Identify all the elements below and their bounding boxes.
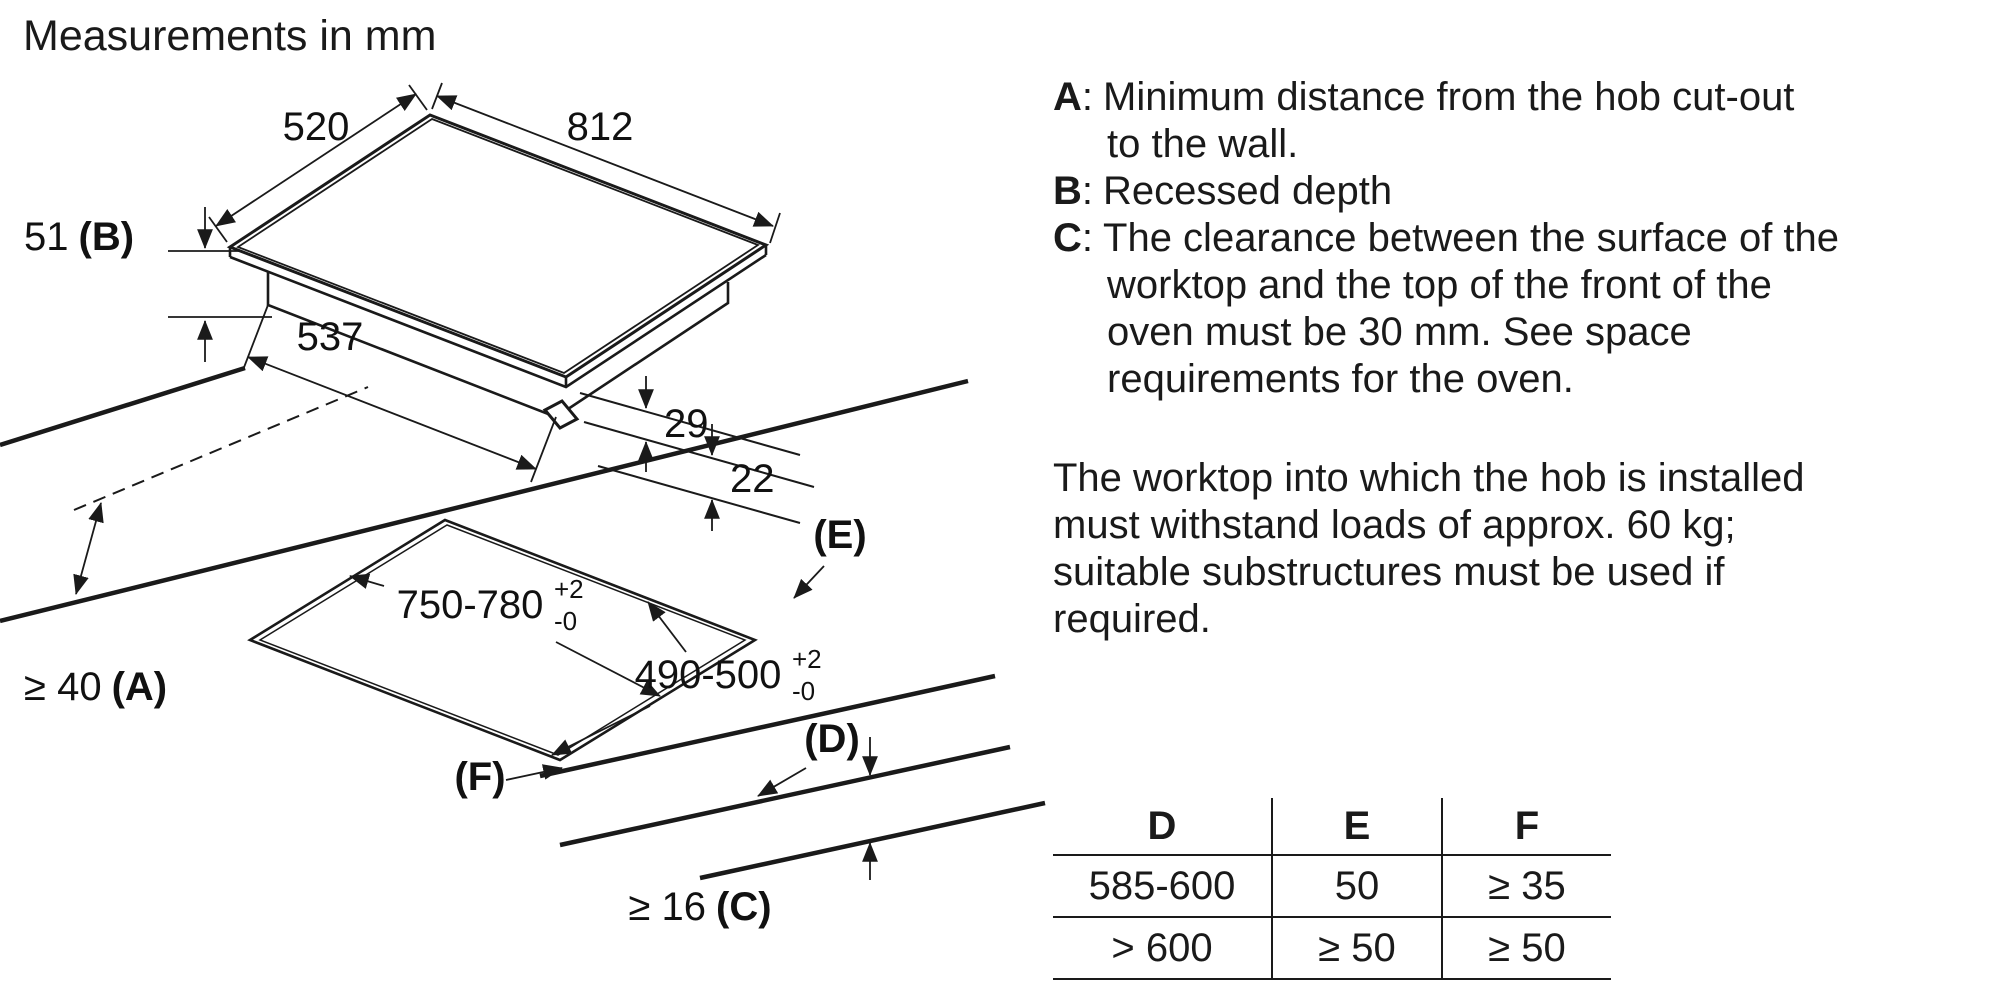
legend-text: Minimum distance from the hob cut-out: [1103, 75, 1795, 119]
dim-29-ref-bottom: [583, 421, 815, 488]
dim-22-ref-bottom: [597, 465, 801, 524]
legend-text: requirements for the oven.: [1107, 357, 1574, 401]
dim-537-ext-2: [530, 416, 557, 483]
table-cell: ≥ 50: [1441, 918, 1611, 980]
legend-text: The clearance between the surface of the: [1103, 216, 1840, 260]
worktop-surface-edge: [0, 378, 969, 624]
table-cell: > 600: [1053, 918, 1271, 980]
dim-520-line: [215, 93, 417, 227]
label-f-arrow: [505, 764, 563, 781]
worktop-underside-edge: [699, 800, 1046, 881]
dim-520-label: 520: [283, 105, 350, 149]
note-line: The worktop into which the hob is instal…: [1053, 456, 1805, 500]
cutout-outline: [247, 518, 758, 762]
text-column: A:Minimum distance from the hob cut-out …: [1053, 74, 1953, 643]
legend-term-b: B: [1053, 169, 1082, 213]
legend-text: oven must be 30 mm. See space: [1107, 310, 1692, 354]
worktop-note: The worktop into which the hob is instal…: [1053, 455, 1953, 643]
worktop-front-bottom-edge: [559, 744, 1011, 848]
cutout-depth-arrow-up: [647, 601, 687, 653]
label-e: (E): [813, 513, 866, 557]
cutout-width-tol-minus: -0: [554, 606, 577, 636]
dim-812-line: [436, 95, 774, 227]
cutout-depth-tol-plus: +2: [792, 644, 822, 674]
legend-item-c: C:The clearance between the surface of t…: [1053, 215, 1953, 403]
legend-text: to the wall.: [1107, 122, 1299, 166]
dim-520-ext-2: [208, 216, 228, 243]
dim-812-ext-2: [769, 212, 781, 244]
legend-item-a: A:Minimum distance from the hob cut-out …: [1053, 74, 1953, 168]
dim-51-label: 51(B): [24, 215, 134, 259]
dim-22-label: 22: [730, 457, 775, 501]
label-d: (D): [804, 717, 860, 761]
cutout-dimensions: 750-780 +2 -0 490-500 +2 -0: [349, 573, 822, 756]
table-header-e: E: [1271, 798, 1441, 856]
note-line: required.: [1053, 597, 1211, 641]
label-f: (F): [454, 755, 505, 799]
legend-term-a: A: [1053, 75, 1082, 119]
installation-diagram: 750-780 +2 -0 490-500 +2 -0 ≥ 40(A) (E) …: [0, 82, 1046, 929]
hob-dimensions: 520 812 51(B) 537 29 22: [24, 82, 815, 531]
legend-sep: :: [1081, 169, 1094, 213]
dimension-table: D E F 585-600 50 ≥ 35 > 600 ≥ 50 ≥ 50: [1053, 798, 1611, 980]
table-header-f: F: [1441, 798, 1611, 856]
table-header-d: D: [1053, 798, 1271, 856]
cutout-depth-label: 490-500: [635, 653, 782, 697]
legend-sep: :: [1081, 75, 1094, 119]
label-d-arrow: [757, 767, 807, 797]
cutout-width-label: 750-780: [397, 583, 544, 627]
table-cell: ≥ 35: [1441, 856, 1611, 918]
dim-537-line: [247, 356, 537, 470]
table-cell: 585-600: [1053, 856, 1271, 918]
cutout-width-arrow-right: [555, 641, 661, 697]
worktop-rear-edge: [0, 365, 246, 448]
dim-537-label: 537: [297, 315, 364, 359]
table-cell: ≥ 50: [1271, 918, 1441, 980]
wall-clearance-label: ≥ 40(A): [24, 665, 167, 709]
label-e-arrow: [793, 565, 825, 599]
legend-term-c: C: [1053, 216, 1082, 260]
legend: A:Minimum distance from the hob cut-out …: [1053, 74, 1953, 403]
legend-text: worktop and the top of the front of the: [1107, 263, 1772, 307]
clearance-callouts: ≥ 40(A) (E) (D) (F) ≥ 16(C): [24, 502, 878, 929]
worktop-cutout: [247, 518, 758, 762]
worktop: [0, 365, 1046, 881]
legend-sep: :: [1081, 216, 1094, 260]
page-title: Measurements in mm: [23, 12, 437, 60]
table-cell: 50: [1271, 856, 1441, 918]
projection-dashed-line: [73, 386, 369, 511]
dim-29-ref-top: [579, 392, 801, 456]
cutout-depth-arrow-down: [551, 705, 651, 756]
legend-text: Recessed depth: [1103, 169, 1393, 213]
legend-item-b: B:Recessed depth: [1053, 168, 1953, 215]
wall-clearance-arrow: [73, 502, 104, 595]
worktop-front-top-edge: [539, 673, 996, 779]
note-line: suitable substructures must be used if: [1053, 550, 1725, 594]
cutout-depth-tol-minus: -0: [792, 676, 815, 706]
thickness-label: ≥ 16(C): [628, 885, 771, 929]
dim-29-label: 29: [664, 402, 709, 446]
dim-520-ext-1: [408, 84, 428, 111]
note-line: must withstand loads of approx. 60 kg;: [1053, 503, 1736, 547]
cutout-inner-outline: [258, 524, 747, 756]
dim-812-label: 812: [567, 105, 634, 149]
cutout-width-arrow-left: [349, 573, 385, 589]
cutout-width-tol-plus: +2: [554, 574, 584, 604]
